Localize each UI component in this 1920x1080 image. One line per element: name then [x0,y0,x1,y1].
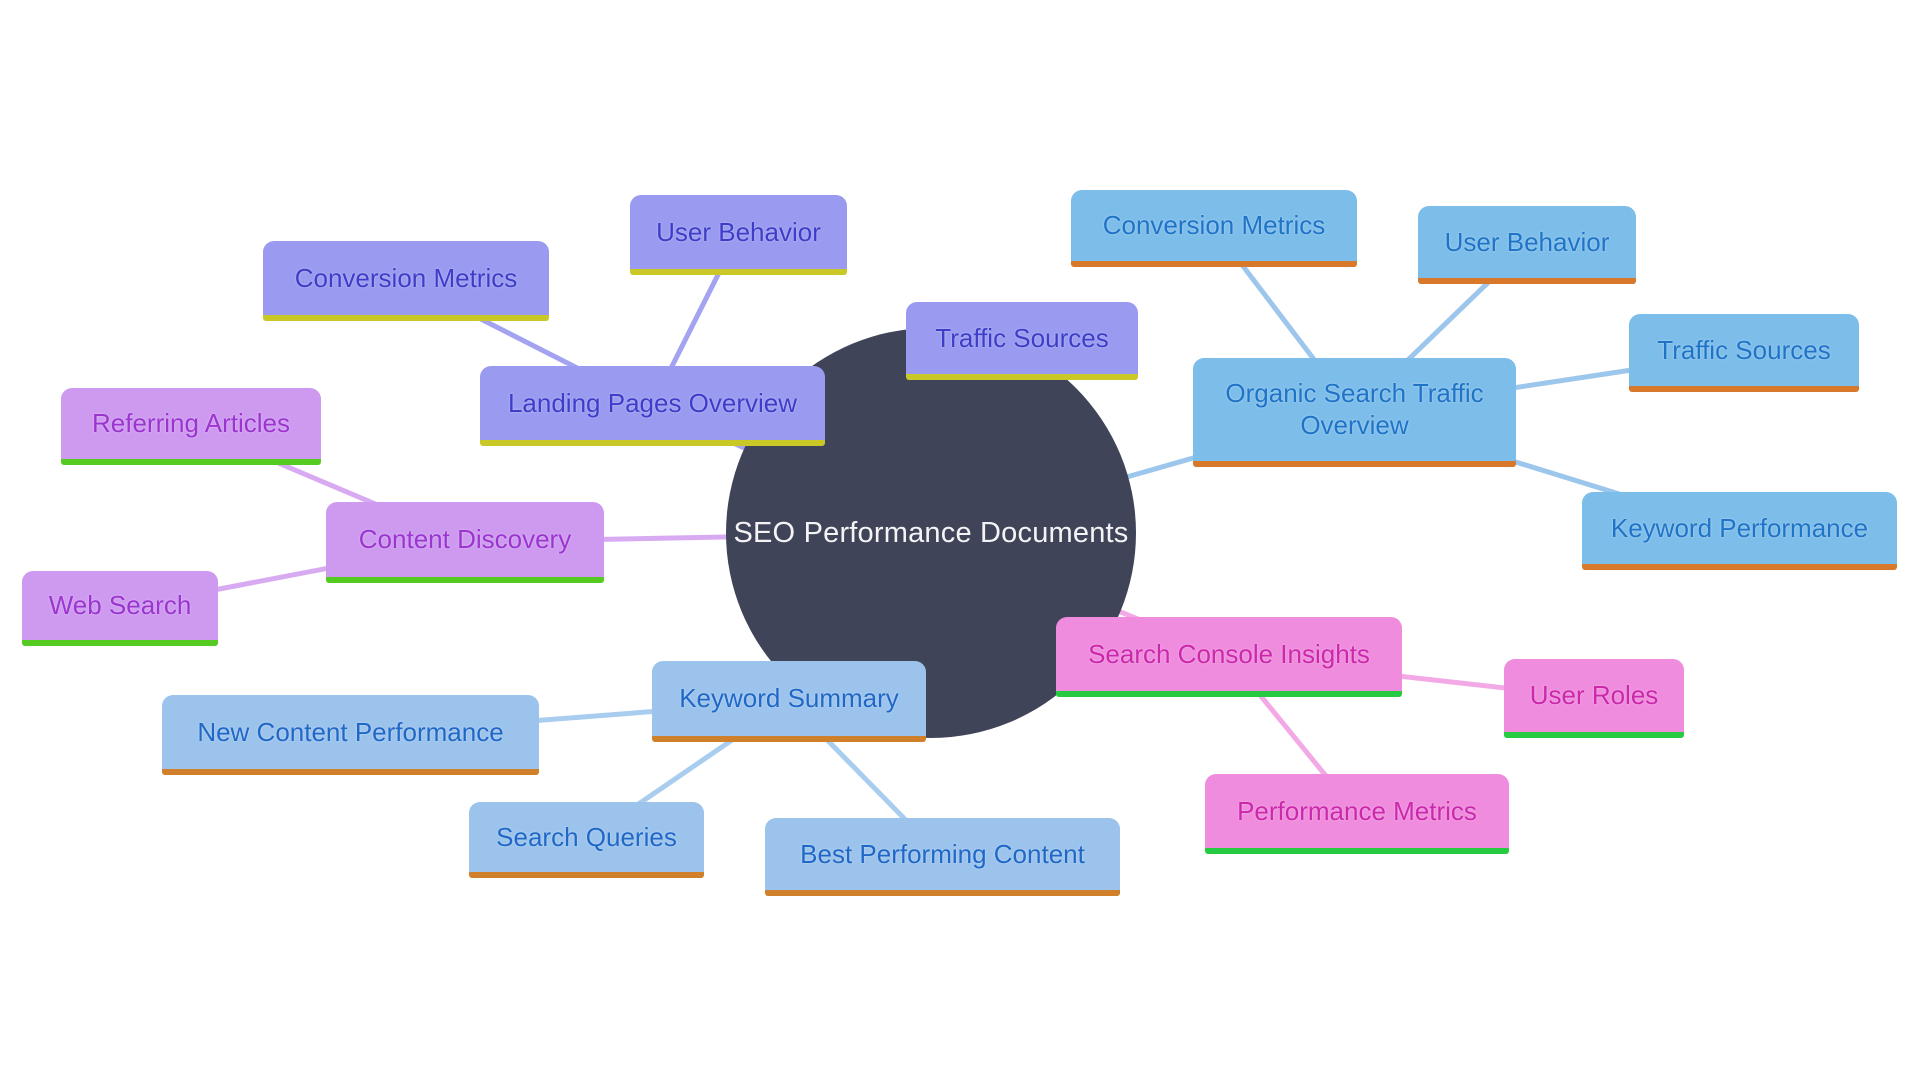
node-referring-articles: Referring Articles [61,388,321,465]
node-search-queries: Search Queries [469,802,704,878]
node-keyword-summary: Keyword Summary [652,661,926,742]
node-conversion-metrics-organic: Conversion Metrics [1071,190,1357,267]
node-web-search: Web Search [22,571,218,646]
node-traffic-sources-landing: Traffic Sources [906,302,1138,380]
node-traffic-sources-organic: Traffic Sources [1629,314,1859,392]
node-search-console-insights: Search Console Insights [1056,617,1402,697]
node-user-behavior-landing: User Behavior [630,195,847,275]
node-conversion-metrics-landing: Conversion Metrics [263,241,549,321]
node-performance-metrics: Performance Metrics [1205,774,1509,854]
node-landing-pages-overview: Landing Pages Overview [480,366,825,446]
node-best-performing-content: Best Performing Content [765,818,1120,896]
node-new-content-performance: New Content Performance [162,695,539,775]
node-user-behavior-organic: User Behavior [1418,206,1636,284]
node-user-roles: User Roles [1504,659,1684,738]
node-keyword-performance: Keyword Performance [1582,492,1897,570]
node-organic-search-traffic-overview: Organic Search Traffic Overview [1193,358,1516,467]
node-content-discovery: Content Discovery [326,502,604,583]
